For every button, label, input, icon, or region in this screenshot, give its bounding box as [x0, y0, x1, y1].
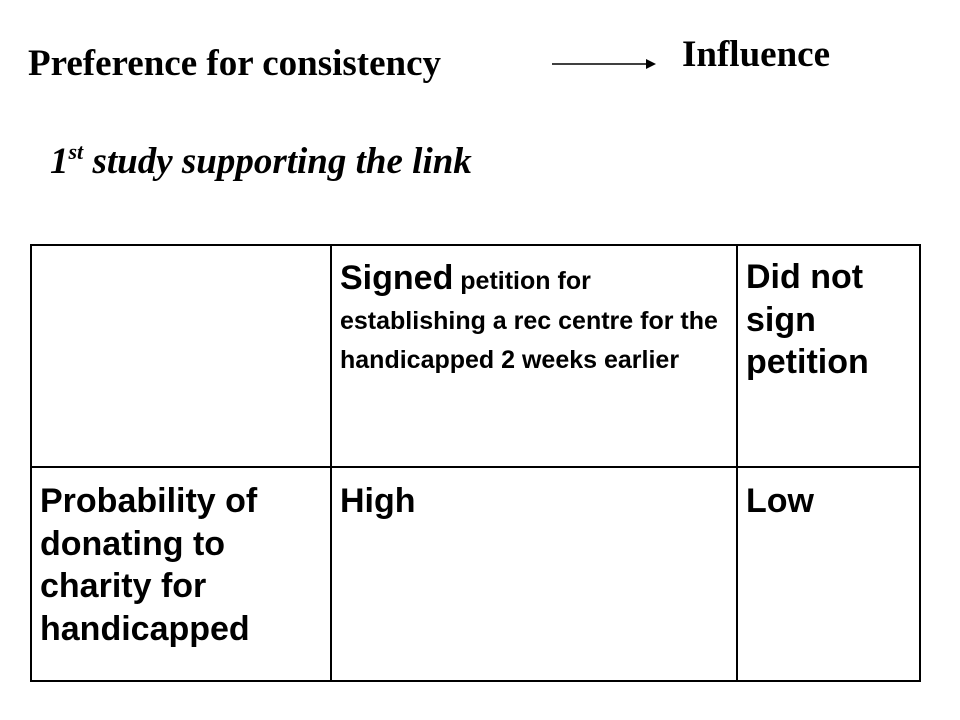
header-signed-rest: petition for establishing a rec centre f…	[340, 267, 718, 374]
subtitle-text: study supporting the link	[83, 141, 472, 182]
study-subtitle: 1st study supporting the link	[50, 140, 472, 183]
heading-preference: Preference for consistency	[28, 43, 442, 84]
table-header-row: Signed petition for establishing a rec c…	[30, 244, 921, 468]
table-header-signed: Signed petition for establishing a rec c…	[330, 244, 738, 468]
header-signed-lead: Signed	[340, 259, 454, 297]
cell-value-low: Low	[736, 466, 921, 682]
subtitle-ordinal: 1	[50, 141, 69, 182]
study-results-table: Signed petition for establishing a rec c…	[30, 244, 921, 682]
table-corner-cell	[30, 244, 332, 468]
table-header-not-signed: Did not sign petition	[736, 244, 921, 468]
row-label-probability: Probability of donating to charity for h…	[30, 466, 332, 682]
heading-influence: Influence	[682, 34, 830, 75]
cell-value-high: High	[330, 466, 738, 682]
table-row: Probability of donating to charity for h…	[30, 466, 921, 682]
right-arrow-icon	[552, 59, 656, 69]
subtitle-ordinal-suffix: st	[68, 139, 84, 164]
